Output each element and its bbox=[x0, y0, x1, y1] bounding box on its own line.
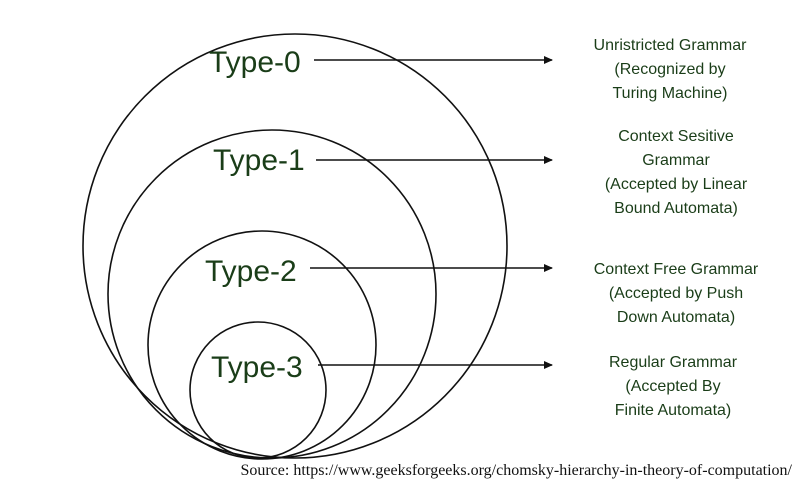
description-line: Regular Grammar bbox=[609, 354, 738, 371]
description-type-3: Regular Grammar (Accepted By Finite Auto… bbox=[609, 354, 738, 419]
description-line: Context Sesitive bbox=[618, 128, 734, 145]
label-type-1: Type-1 bbox=[213, 144, 305, 177]
description-line: Finite Automata) bbox=[615, 402, 732, 419]
label-type-0: Type-0 bbox=[209, 46, 301, 79]
circle-type-3 bbox=[189, 321, 327, 459]
description-line: Context Free Grammar bbox=[594, 261, 759, 278]
description-line: (Accepted By bbox=[625, 378, 720, 395]
description-line: Down Automata) bbox=[617, 309, 735, 326]
label-type-2: Type-2 bbox=[205, 255, 297, 288]
description-line: Unristricted Grammar bbox=[594, 37, 748, 54]
circle-type-1 bbox=[107, 129, 437, 459]
description-line: (Recognized by bbox=[614, 61, 725, 78]
description-line: (Accepted by Linear bbox=[605, 176, 748, 193]
circle-type-2 bbox=[147, 230, 377, 460]
label-type-3: Type-3 bbox=[211, 351, 303, 384]
description-line: Bound Automata) bbox=[614, 200, 738, 217]
source-caption: Source: https://www.geeksforgeeks.org/ch… bbox=[240, 462, 792, 479]
description-line: (Accepted by Push bbox=[609, 285, 743, 302]
description-line: Grammar bbox=[642, 152, 710, 169]
description-type-0: Unristricted Grammar (Recognized by Turi… bbox=[594, 37, 748, 102]
description-type-2: Context Free Grammar (Accepted by Push D… bbox=[594, 261, 759, 326]
circle-type-0 bbox=[82, 33, 508, 459]
description-type-1: Context Sesitive Grammar (Accepted by Li… bbox=[605, 128, 748, 217]
description-line: Turing Machine) bbox=[612, 85, 727, 102]
